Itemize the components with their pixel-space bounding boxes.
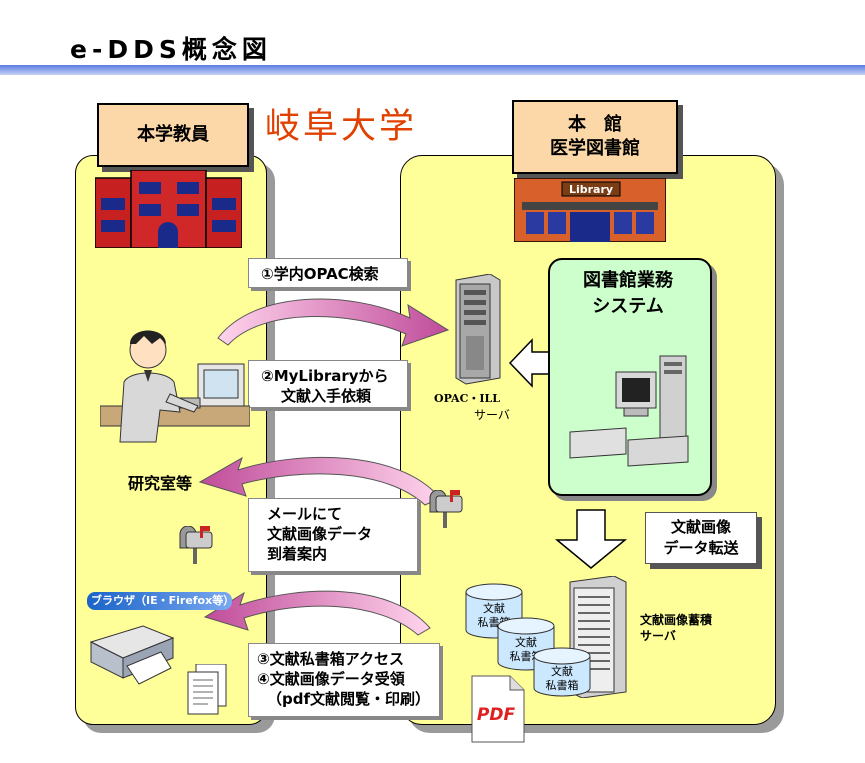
opac-server-icon — [455, 274, 501, 385]
faculty-building-icon — [95, 170, 242, 248]
step-access-receive: ③文献私書箱アクセス ④文献画像データ受領 （pdf文献閲覧・印刷） — [248, 643, 440, 717]
step-request: ②MyLibraryから 文献入手依頼 — [248, 360, 408, 408]
library-label: 本 館 医学図書館 — [512, 100, 678, 174]
library-building-icon: Library — [514, 178, 666, 242]
faculty-panel — [75, 155, 267, 725]
library-mailbox-icon — [429, 490, 463, 528]
slide-title: e-DDS概念図 — [70, 35, 272, 64]
step-request-line1: ②MyLibraryから — [261, 367, 389, 385]
step-mail-notice: メールにて 文献画像データ 到着案内 — [248, 498, 418, 572]
step-request-line2: 文献入手依頼 — [281, 387, 372, 405]
document-box-3: 文献 私書箱 — [533, 647, 591, 697]
library-sign-text: Library — [569, 183, 613, 196]
library-system-title-line2: システム — [592, 296, 664, 317]
library-label-line2: 医学図書館 — [550, 138, 640, 159]
box1-line1: 文献 — [483, 601, 505, 615]
box3-line2: 私書箱 — [546, 678, 579, 692]
box3-line1: 文献 — [551, 664, 573, 678]
university-name: 岐阜大学 — [265, 107, 418, 147]
step-mail-line2: 文献画像データ — [267, 525, 373, 543]
researcher-illustration — [100, 330, 250, 443]
faculty-label: 本学教員 — [97, 103, 249, 167]
step-receive-line: ④文献画像データ受領 — [257, 670, 405, 688]
browser-label: ブラウザ（IE・Firefox等） — [87, 592, 234, 610]
storage-server-label-line1: 文献画像蓄積 — [640, 613, 713, 627]
faculty-label-text: 本学教員 — [137, 124, 209, 145]
step-mail-line1: メールにて — [267, 505, 343, 523]
library-system-title: 図書館業務 システム — [548, 268, 708, 320]
notify-arrow — [198, 456, 441, 506]
title-underline — [0, 65, 865, 75]
library-computer-icon — [569, 355, 689, 467]
document-boxes: 文献 私書箱 文献 私書箱 文献 私書箱 — [465, 583, 591, 697]
step-opac-search: ①学内OPAC検索 — [248, 258, 408, 288]
request-arrow-1 — [217, 298, 450, 347]
storage-server-label-line2: サーバ — [640, 629, 676, 643]
step-receive-note: （pdf文献閲覧・印刷） — [267, 690, 431, 708]
pdf-file-icon: PDF — [471, 675, 525, 743]
library-system-title-line1: 図書館業務 — [583, 270, 673, 291]
library-label-line1: 本 館 — [568, 114, 622, 135]
printer-icon — [89, 625, 175, 685]
step-access-line: ③文献私書箱アクセス — [257, 650, 404, 668]
mailbox-icon — [179, 526, 213, 564]
transfer-label-line1: 文献画像 — [670, 518, 731, 536]
transfer-label-line2: データ転送 — [663, 539, 739, 557]
room-label: 研究室等 — [128, 474, 193, 493]
pdf-text: PDF — [477, 705, 516, 725]
transfer-down-arrow — [554, 509, 628, 569]
step-mail-line3: 到着案内 — [267, 545, 328, 563]
opac-server-label-2: サーバ — [474, 408, 510, 422]
opac-server-label: OPAC・ILL — [434, 392, 500, 405]
transfer-label: 文献画像 データ転送 — [645, 512, 757, 564]
box2-line1: 文献 — [515, 635, 537, 649]
storage-server-label: 文献画像蓄積 サーバ — [640, 612, 712, 644]
document-icon — [187, 664, 227, 715]
storage-server-icon — [569, 576, 627, 698]
step-opac-search-text: ①学内OPAC検索 — [261, 265, 379, 283]
access-arrow — [203, 590, 431, 636]
